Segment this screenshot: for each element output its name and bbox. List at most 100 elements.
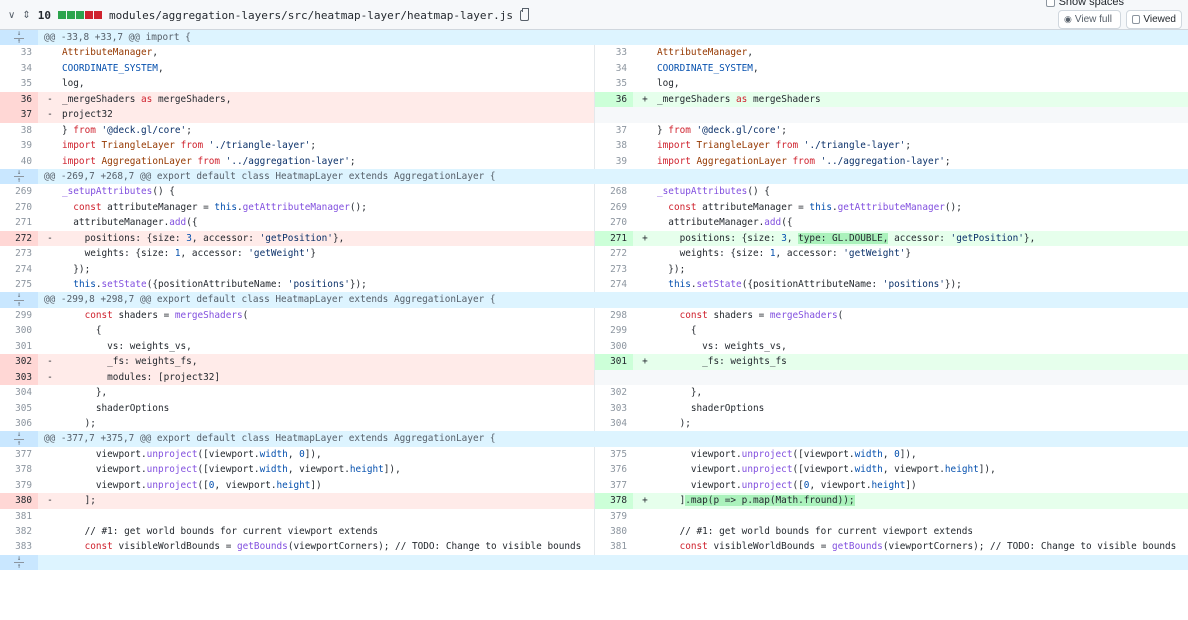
collapse-chevron-icon[interactable]: ∨ [8, 9, 16, 21]
line-number[interactable]: 274 [15, 263, 32, 275]
line-number[interactable]: 40 [20, 155, 32, 167]
code-token: }); [349, 279, 367, 290]
line-number[interactable]: 270 [15, 201, 32, 213]
code-token: , [287, 448, 300, 460]
line-number[interactable]: 36 [0, 91, 38, 108]
line-number[interactable]: 270 [610, 217, 627, 229]
code-token: viewport. [657, 448, 742, 460]
line-number[interactable]: 378 [15, 464, 32, 476]
expand-lines-icon[interactable]: ↓↑ [0, 168, 38, 185]
left-line: 378 viewport.unproject([viewport.width, … [0, 462, 594, 477]
line-number[interactable]: 379 [610, 510, 627, 522]
code-content: project32 [62, 107, 594, 122]
viewed-button[interactable]: Viewed [1126, 10, 1182, 29]
line-number[interactable]: 300 [15, 325, 32, 337]
line-number[interactable]: 377 [15, 448, 32, 460]
diff-marker [633, 262, 657, 277]
line-number[interactable]: 303 [610, 402, 627, 414]
line-number[interactable]: 36 [595, 91, 633, 108]
line-number[interactable]: 380 [0, 493, 38, 509]
diff-marker [38, 524, 62, 539]
copy-path-icon[interactable] [519, 7, 529, 21]
diff-row: 269_setupAttributes() {268_setupAttribut… [0, 184, 1188, 200]
line-number[interactable]: 271 [595, 230, 633, 247]
line-number[interactable]: 37 [615, 124, 627, 136]
line-number[interactable]: 271 [15, 217, 32, 229]
line-number[interactable]: 38 [615, 140, 627, 152]
code-content: _setupAttributes() { [62, 184, 594, 199]
line-number[interactable]: 269 [15, 186, 32, 198]
line-number[interactable]: 376 [610, 464, 627, 476]
line-number[interactable]: 383 [15, 541, 32, 553]
line-number[interactable]: 268 [610, 186, 627, 198]
line-number[interactable]: 302 [0, 354, 38, 370]
line-number[interactable]: 34 [20, 62, 32, 74]
code-token: _mergeShaders [657, 93, 737, 105]
left-line: 305 shaderOptions [0, 401, 594, 416]
code-content: modules: [project32] [62, 370, 594, 385]
line-number[interactable]: 38 [20, 124, 32, 136]
line-number[interactable]: 380 [610, 526, 627, 537]
code-token: }, [332, 232, 345, 244]
line-number[interactable]: 272 [0, 230, 38, 247]
show-spaces-checkbox[interactable] [1045, 0, 1055, 7]
line-number[interactable]: 34 [615, 62, 627, 74]
file-path[interactable]: modules/aggregation-layers/src/heatmap-l… [108, 8, 513, 22]
line-number[interactable]: 299 [610, 325, 627, 337]
code-content: log, [657, 76, 1188, 91]
viewed-checkbox[interactable] [1132, 15, 1141, 24]
expand-lines-icon[interactable]: ↓↑ [0, 554, 38, 571]
line-number[interactable]: 299 [15, 309, 32, 321]
line-number[interactable]: 378 [595, 493, 633, 509]
line-number[interactable]: 272 [610, 248, 627, 260]
line-number[interactable]: 274 [610, 279, 627, 290]
code-content: const visibleWorldBounds = getBounds(vie… [657, 539, 1188, 554]
view-full-button[interactable]: ◉ View full [1058, 10, 1121, 29]
line-number[interactable]: 304 [610, 417, 627, 429]
line-number[interactable]: 301 [15, 340, 32, 352]
line-number[interactable]: 302 [610, 387, 627, 399]
expand-lines-icon[interactable]: ↓↑ [0, 30, 38, 46]
expand-lines-icon[interactable]: ↓↑ [0, 431, 38, 447]
right-line: 379 [594, 508, 1188, 524]
line-number[interactable]: 303 [0, 369, 38, 386]
line-number[interactable] [595, 107, 633, 122]
line-number[interactable]: 301 [595, 354, 633, 370]
code-token: getBounds [237, 541, 288, 553]
line-number[interactable]: 35 [20, 78, 32, 90]
code-token: () { [747, 186, 770, 198]
line-number[interactable]: 382 [15, 526, 32, 537]
line-number[interactable]: 375 [610, 448, 627, 460]
line-number[interactable]: 300 [610, 340, 627, 352]
line-number[interactable]: 298 [610, 309, 627, 321]
right-line: 381 const visibleWorldBounds = getBounds… [594, 539, 1188, 555]
line-number[interactable]: 275 [15, 279, 32, 290]
code-token: height [276, 479, 311, 491]
line-number[interactable]: 39 [615, 155, 627, 167]
expand-lines-icon[interactable]: ↓↑ [0, 292, 38, 308]
line-number[interactable]: 304 [15, 387, 32, 399]
line-number[interactable]: 273 [15, 248, 32, 260]
line-number[interactable]: 381 [15, 510, 32, 522]
line-number[interactable]: 273 [610, 263, 627, 275]
line-number[interactable]: 306 [15, 417, 32, 429]
line-number[interactable]: 377 [610, 479, 627, 491]
code-token: unproject [146, 479, 198, 491]
hunk-header-row: ↓↑@@ -33,8 +33,7 @@ import { [0, 30, 1188, 46]
show-spaces-toggle[interactable]: Show spaces [1045, 0, 1124, 8]
line-number[interactable]: 33 [615, 47, 627, 59]
line-number[interactable]: 39 [20, 140, 32, 152]
line-number[interactable] [595, 370, 633, 385]
line-number[interactable]: 381 [610, 541, 627, 553]
line-number[interactable]: 379 [15, 479, 32, 491]
line-number[interactable]: 305 [15, 402, 32, 414]
expand-all-icon[interactable]: ⇕ [22, 9, 31, 21]
diff-marker [38, 539, 62, 554]
line-number[interactable]: 33 [20, 47, 32, 59]
code-content [657, 107, 1188, 122]
line-number[interactable]: 35 [615, 78, 627, 90]
line-number[interactable]: 269 [610, 201, 627, 213]
line-number[interactable]: 37 [0, 107, 38, 123]
diff-row: 273 weights: {size: 1, accessor: 'getWei… [0, 246, 1188, 262]
code-token: 3 [186, 232, 192, 244]
